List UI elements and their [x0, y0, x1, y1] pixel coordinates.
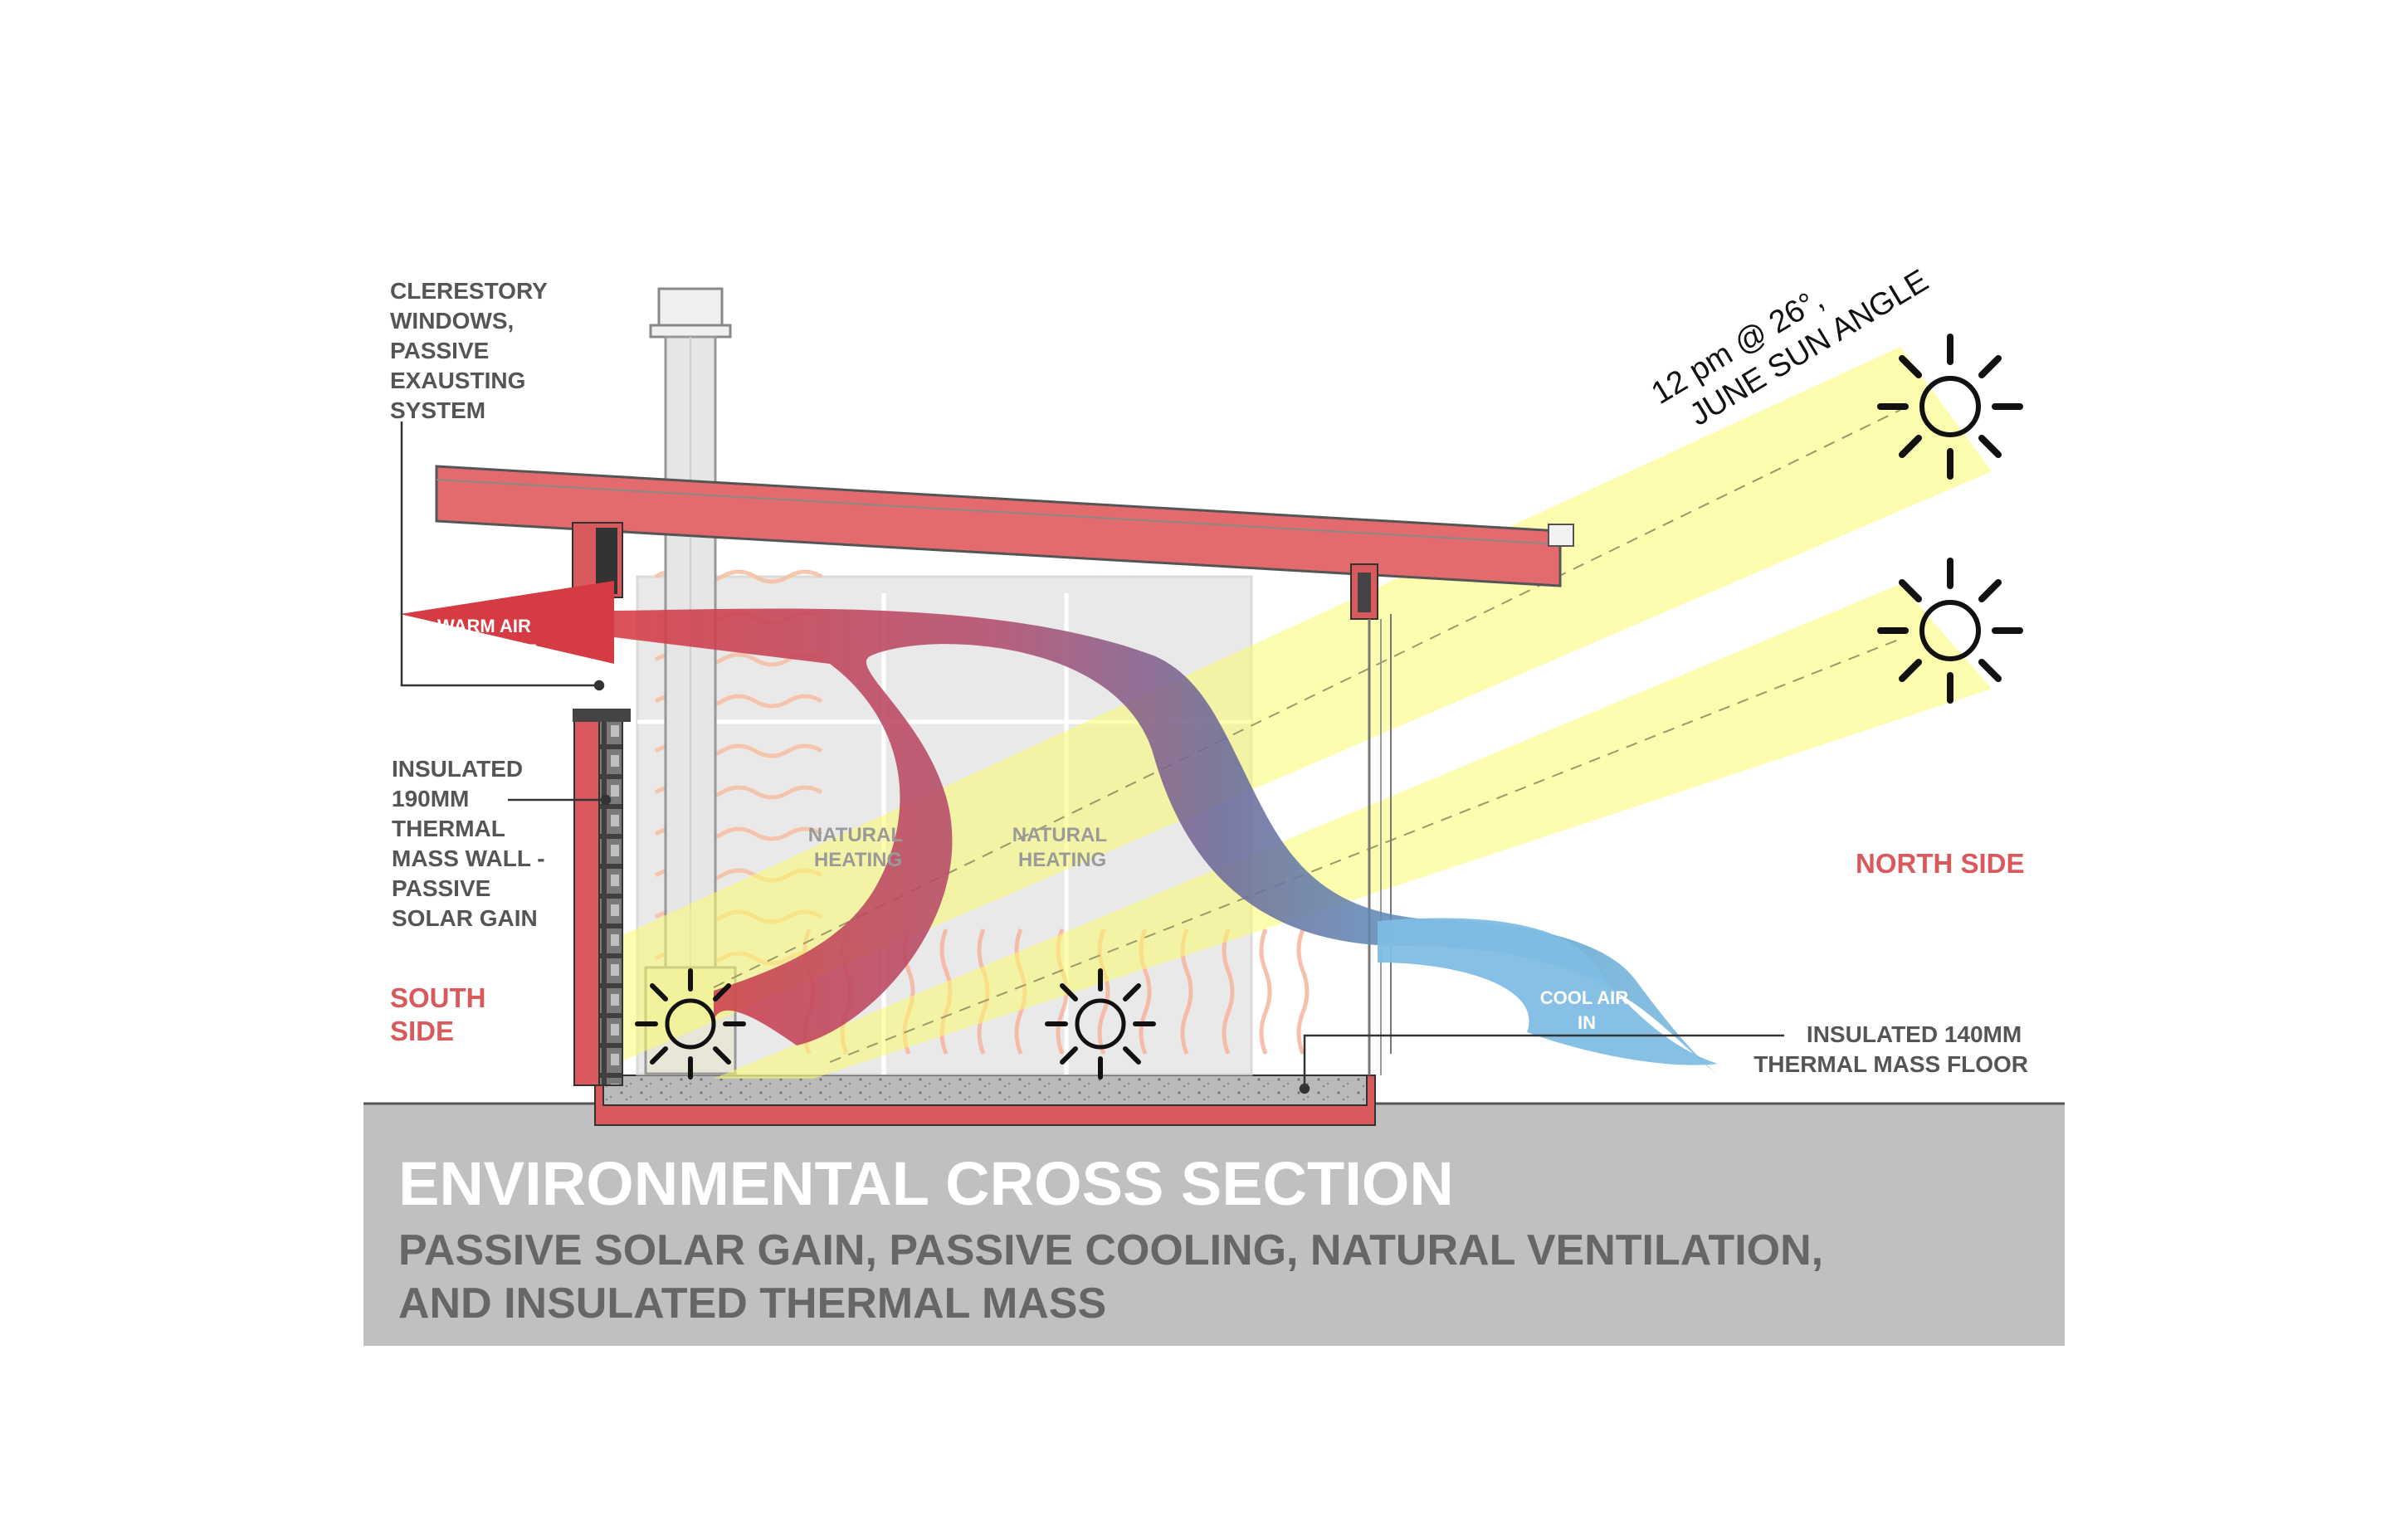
diagram-subtitle-line-1: PASSIVE SOLAR GAIN, PASSIVE COOLING, NAT…: [398, 1226, 1823, 1274]
natural-heating-label-1: NATURAL HEATING: [808, 824, 908, 871]
sun-icon: [1877, 334, 2023, 480]
sun-icon: [635, 968, 746, 1079]
thermal-mass-floor: [594, 1075, 1376, 1126]
thermal-floor-label: INSULATED 140MM THERMAL MASS FLOOR: [1753, 1021, 2028, 1077]
warm-air-label: WARM AIR OUT: [437, 616, 537, 661]
roof: [435, 465, 1574, 587]
natural-heating-label-2: NATURAL HEATING: [1012, 824, 1112, 871]
sun-icon: [1045, 968, 1156, 1079]
north-side-label: NORTH SIDE: [1856, 848, 2025, 879]
north-wall: [1350, 563, 1392, 1075]
south-side-label: SOUTH SIDE: [390, 982, 494, 1046]
thermal-wall-label: INSULATED 190MM THERMAL MASS WALL - PASS…: [392, 756, 551, 931]
cool-air-label: COOL AIR IN: [1540, 987, 1633, 1033]
airflow-ribbon: [400, 581, 1718, 1075]
ground-band: [363, 1104, 2065, 1346]
diagram-subtitle-line-2: AND INSULATED THERMAL MASS: [398, 1279, 1106, 1328]
clerestory-label: CLERESTORY WINDOWS, PASSIVE EXAUSTING SY…: [390, 278, 554, 423]
sun-icon: [1877, 558, 2023, 704]
chimney-flue: [649, 287, 732, 986]
diagram-title: ENVIRONMENTAL CROSS SECTION: [398, 1149, 1454, 1218]
leader-lines: [400, 422, 1784, 1094]
